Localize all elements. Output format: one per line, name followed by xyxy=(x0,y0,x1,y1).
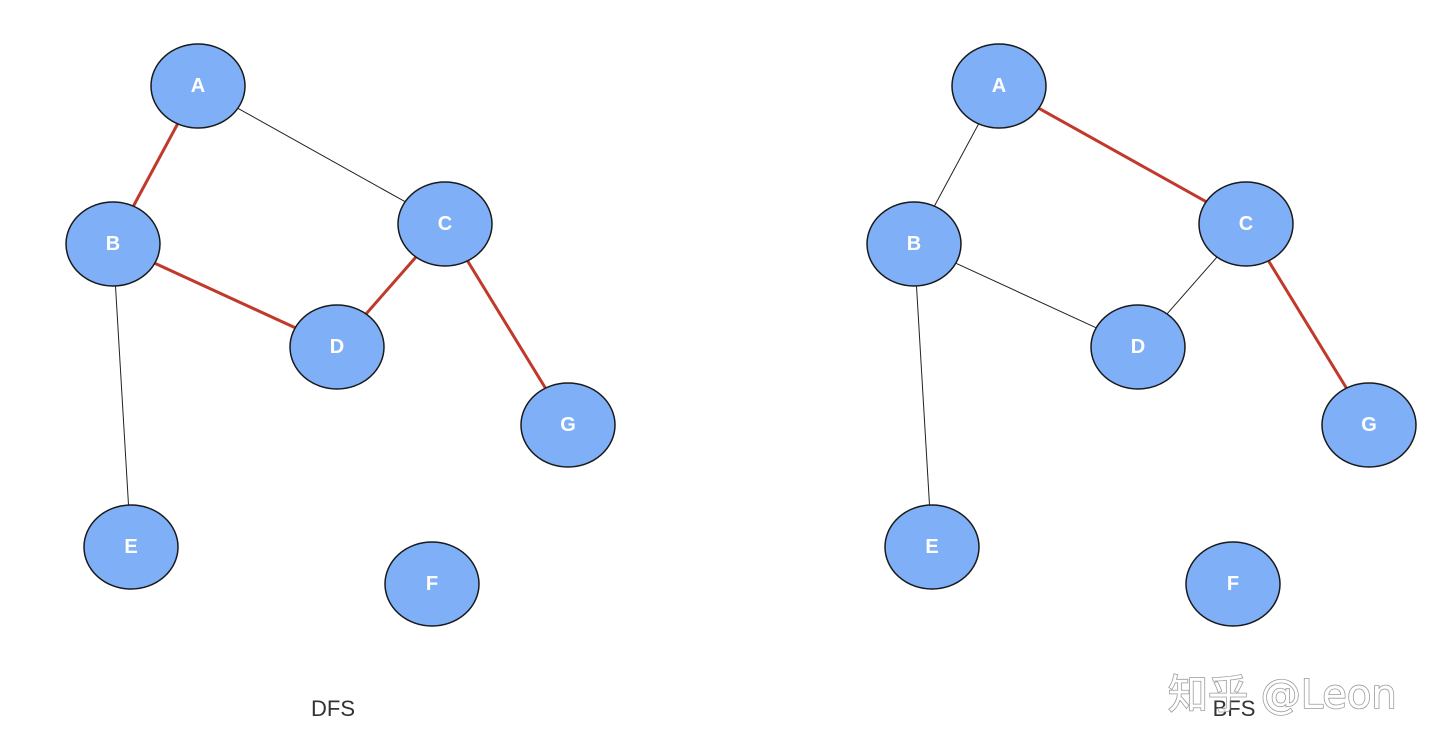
dfs-node-label: D xyxy=(330,336,344,358)
dfs-diagram: A B C D E F G xyxy=(65,43,616,627)
bfs-node-circle xyxy=(884,504,980,590)
dfs-node-label: B xyxy=(106,233,120,255)
dfs-node-circle xyxy=(65,201,161,287)
dfs-node-c: C xyxy=(397,181,493,267)
bfs-edge-b-e xyxy=(915,285,931,506)
bfs-node-label: B xyxy=(907,233,921,255)
bfs-node-circle xyxy=(1321,382,1417,468)
dfs-node-circle xyxy=(384,541,480,627)
dfs-node-label: E xyxy=(124,536,137,558)
dfs-node-d: D xyxy=(289,304,385,390)
dfs-edge-c-g xyxy=(466,260,547,389)
bfs-node-e: E xyxy=(884,504,980,590)
bfs-node-label: F xyxy=(1227,573,1239,595)
watermark-text: 知乎 @Leon xyxy=(1168,672,1397,718)
bfs-edge-a-b xyxy=(933,123,980,207)
bfs-node-f: F xyxy=(1185,541,1281,627)
bfs-node-label: D xyxy=(1131,336,1145,358)
dfs-node-g: G xyxy=(520,382,616,468)
dfs-node-e: E xyxy=(83,504,179,590)
bfs-node-label: G xyxy=(1361,414,1377,436)
dfs-node-circle xyxy=(397,181,493,267)
dfs-node-label: G xyxy=(560,414,576,436)
dfs-node-circle xyxy=(150,43,246,129)
dfs-node-a: A xyxy=(150,43,246,129)
bfs-node-circle xyxy=(1185,541,1281,627)
dfs-node-b: B xyxy=(65,201,161,287)
bfs-node-label: C xyxy=(1239,213,1253,235)
bfs-caption: BFS xyxy=(1213,696,1256,721)
dfs-node-circle xyxy=(289,304,385,390)
dfs-node-circle xyxy=(83,504,179,590)
bfs-edge-a-c xyxy=(1038,106,1207,204)
dfs-edge-a-c xyxy=(237,107,406,203)
bfs-diagram: A B C D E F G xyxy=(866,43,1417,627)
bfs-node-g: G xyxy=(1321,382,1417,468)
dfs-node-f: F xyxy=(384,541,480,627)
dfs-caption: DFS xyxy=(311,696,355,721)
bfs-node-d: D xyxy=(1090,304,1186,390)
bfs-node-circle xyxy=(1090,304,1186,390)
bfs-node-a: A xyxy=(951,43,1047,129)
bfs-edge-d-c xyxy=(1166,256,1218,315)
dfs-edge-a-b xyxy=(132,123,179,207)
dfs-node-circle xyxy=(520,382,616,468)
bfs-node-circle xyxy=(951,43,1047,129)
bfs-edge-b-d xyxy=(955,262,1097,329)
dfs-edge-b-e xyxy=(114,285,130,506)
dfs-node-label: C xyxy=(438,213,452,235)
bfs-node-b: B xyxy=(866,201,962,287)
bfs-node-label: A xyxy=(992,75,1006,97)
bfs-node-circle xyxy=(866,201,962,287)
bfs-node-label: E xyxy=(925,536,938,558)
dfs-edge-d-c xyxy=(364,256,418,315)
dfs-edge-b-d xyxy=(154,261,296,330)
bfs-node-c: C xyxy=(1198,181,1294,267)
bfs-edge-c-g xyxy=(1267,260,1348,389)
bfs-node-circle xyxy=(1198,181,1294,267)
dfs-node-label: A xyxy=(191,75,205,97)
dfs-node-label: F xyxy=(426,573,438,595)
